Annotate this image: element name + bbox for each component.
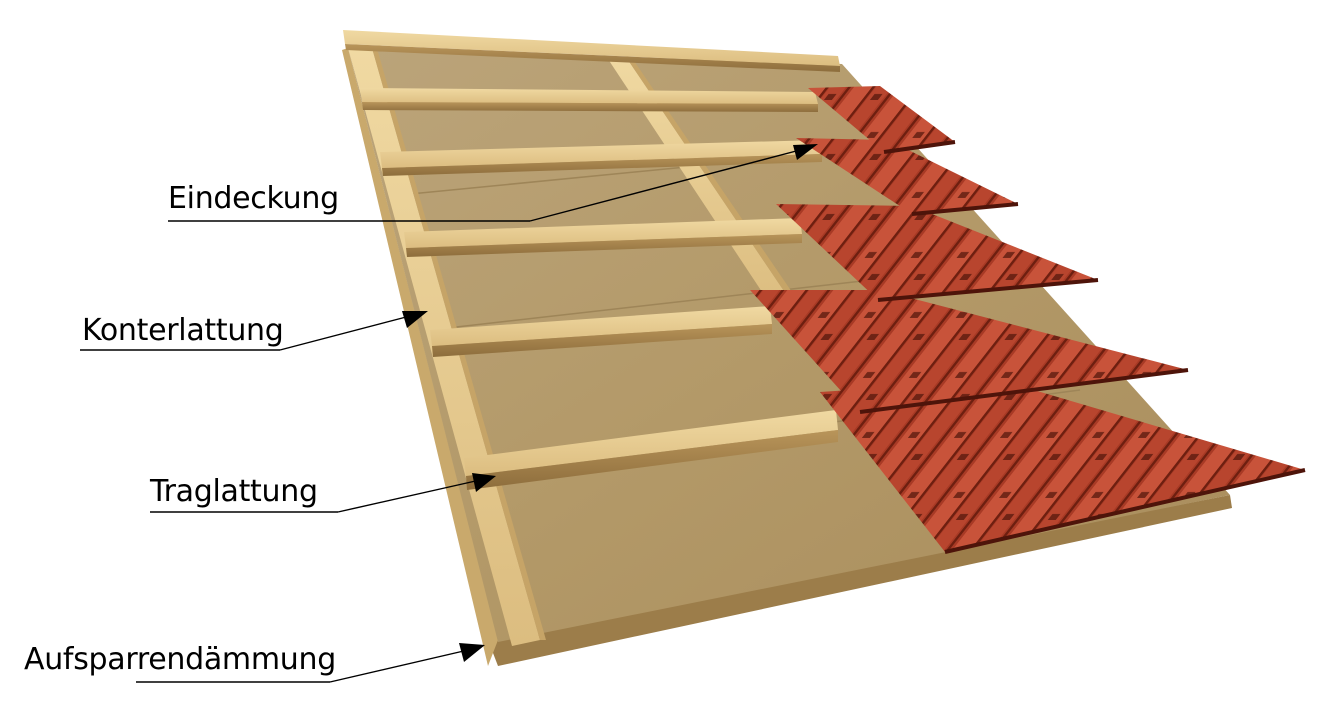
tile-row-edge [944,468,1306,554]
batten [464,410,838,476]
batten [466,430,838,490]
batten [362,102,818,112]
leader-eindeckung [529,149,801,222]
arrowhead-aufsparren [459,643,485,662]
label-eindeckung: Eindeckung [168,181,339,216]
roof-tiles [750,86,1306,554]
support-battens [343,30,840,490]
leader-lines [80,149,801,683]
tile-row-edge [883,140,956,154]
tile-row [796,138,1018,214]
arrowhead-eindeckung [793,144,818,160]
arrowhead-traglattung [472,473,496,492]
batten [406,234,802,257]
batten [343,30,840,66]
label-traglattung: Traglattung [150,474,318,509]
batten [345,44,840,72]
board-left-edge [342,48,498,666]
tile-row-edge [859,368,1189,414]
label-konterlattung: Konterlattung [82,313,284,348]
tile-row-edge [877,278,1099,302]
batten [380,140,822,168]
batten [432,324,772,357]
tile-row [820,380,1305,552]
board-front-edge [488,495,1232,666]
arrowheads [402,144,818,662]
batten [360,88,818,104]
batten [404,218,802,248]
arrowhead-konterlattung [402,311,428,328]
batten [382,154,822,176]
tile-row [750,290,1188,412]
label-aufsparrendaemmung: Aufsparrendämmung [24,642,336,677]
leader-aufsparren [329,649,469,683]
tile-row [776,204,1098,300]
tile-row [808,86,955,152]
leader-konterlattung [279,315,411,351]
tile-row-edge [911,202,1019,216]
batten [430,306,772,346]
leader-traglattung [337,479,481,513]
